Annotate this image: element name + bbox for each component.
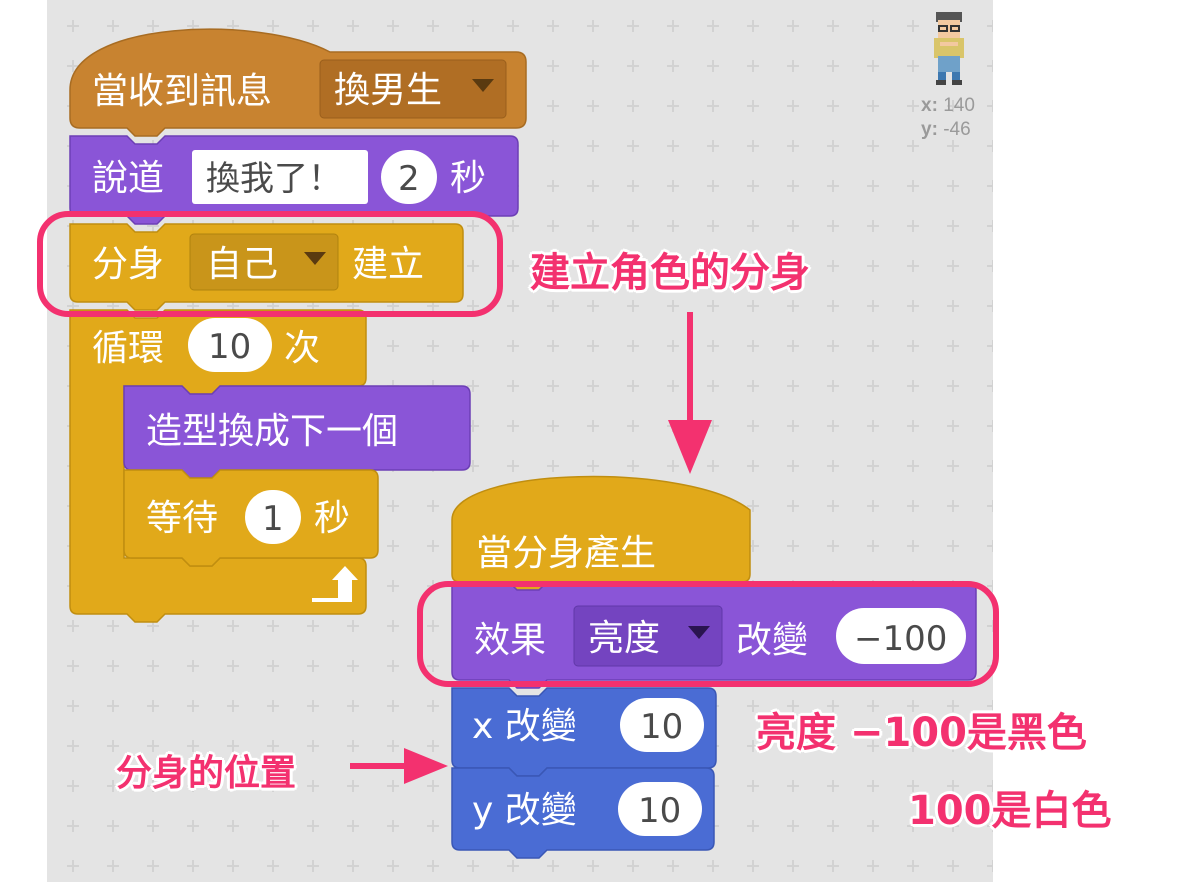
position-annotation: 分身的位置 (116, 753, 297, 794)
change-x-block[interactable]: x 改變 10 (451, 687, 717, 777)
wait-secs-value: 1 (262, 499, 284, 539)
effect-value: −100 (854, 619, 947, 659)
effect-block-highlight (417, 581, 999, 687)
message-dropdown-value: 換男生 (334, 70, 442, 111)
chevron-down-icon (472, 79, 494, 92)
x-label: x: (921, 95, 938, 116)
effect-label: 效果 (474, 620, 546, 661)
change-y-label: y 改變 (472, 790, 577, 831)
clone-block-highlight (37, 211, 503, 317)
change-x-label: x 改變 (472, 706, 577, 747)
change-y-input[interactable]: 10 (618, 782, 702, 836)
wait-secs-block[interactable]: 等待 1 秒 (123, 469, 379, 567)
brightness-annotation-white: 100是白色 (908, 788, 1112, 834)
when-i-receive-block[interactable]: 當收到訊息 換男生 (69, 28, 527, 137)
wait-secs-input[interactable]: 1 (245, 490, 301, 544)
say-unit-label: 秒 (450, 158, 486, 199)
say-secs-value: 2 (398, 159, 420, 199)
chevron-down-icon (688, 626, 710, 639)
clone-suffix-label: 建立 (352, 244, 424, 285)
wait-unit-label: 秒 (314, 498, 350, 539)
brightness-annotation-black: 亮度 −100是黑色 (756, 710, 1087, 756)
next-costume-label: 造型換成下一個 (146, 411, 398, 452)
wait-label: 等待 (146, 498, 218, 539)
clone-target-value: 自己 (206, 244, 278, 285)
effect-type-value: 亮度 (588, 618, 660, 659)
repeat-unit-label: 次 (284, 328, 320, 369)
say-secs-input[interactable]: 2 (381, 150, 437, 204)
y-label: y: (921, 119, 938, 140)
say-for-secs-block[interactable]: 說道 換我了！ 2 秒 (69, 135, 519, 225)
clone-target-dropdown[interactable]: 自己 (189, 233, 339, 291)
create-clone-block[interactable]: 分身 自己 建立 (69, 223, 464, 311)
clone-label: 分身 (92, 244, 164, 285)
repeat-label: 循環 (92, 328, 164, 369)
repeat-arrow-icon (312, 566, 358, 602)
say-text-input[interactable]: 換我了！ (192, 150, 368, 204)
repeat-count-value: 10 (208, 327, 251, 367)
change-y-value: 10 (638, 791, 681, 831)
clone-annotation: 建立角色的分身 (530, 250, 810, 296)
change-y-block[interactable]: y 改變 10 (451, 767, 715, 859)
next-costume-block[interactable]: 造型換成下一個 (123, 385, 471, 479)
change-x-value: 10 (640, 707, 683, 747)
effect-type-dropdown[interactable]: 亮度 (573, 605, 723, 667)
when-i-start-as-clone-block[interactable]: 當分身產生 (451, 475, 751, 591)
change-x-input[interactable]: 10 (620, 698, 704, 752)
change-effect-block[interactable]: 效果 亮度 改變 −100 (451, 581, 977, 689)
repeat-block[interactable]: 循環 10 次 (69, 309, 367, 623)
effect-value-input[interactable]: −100 (836, 608, 966, 664)
say-label: 說道 (92, 158, 164, 199)
message-dropdown[interactable]: 換男生 (319, 59, 507, 119)
repeat-count-input[interactable]: 10 (188, 318, 272, 372)
down-arrow-icon (668, 312, 712, 474)
chevron-down-icon (304, 252, 326, 265)
effect-verb-label: 改變 (736, 620, 808, 661)
right-arrow-icon (350, 748, 448, 784)
sprite-thumbnail-icon[interactable] (928, 12, 970, 86)
clone-start-label: 當分身產生 (476, 533, 656, 574)
say-text-value: 換我了！ (206, 159, 342, 199)
y-value: -46 (943, 119, 971, 140)
x-value: 140 (943, 95, 975, 116)
when-i-receive-label: 當收到訊息 (92, 71, 272, 112)
sprite-coordinates: x: 140 y: -46 (921, 94, 975, 142)
